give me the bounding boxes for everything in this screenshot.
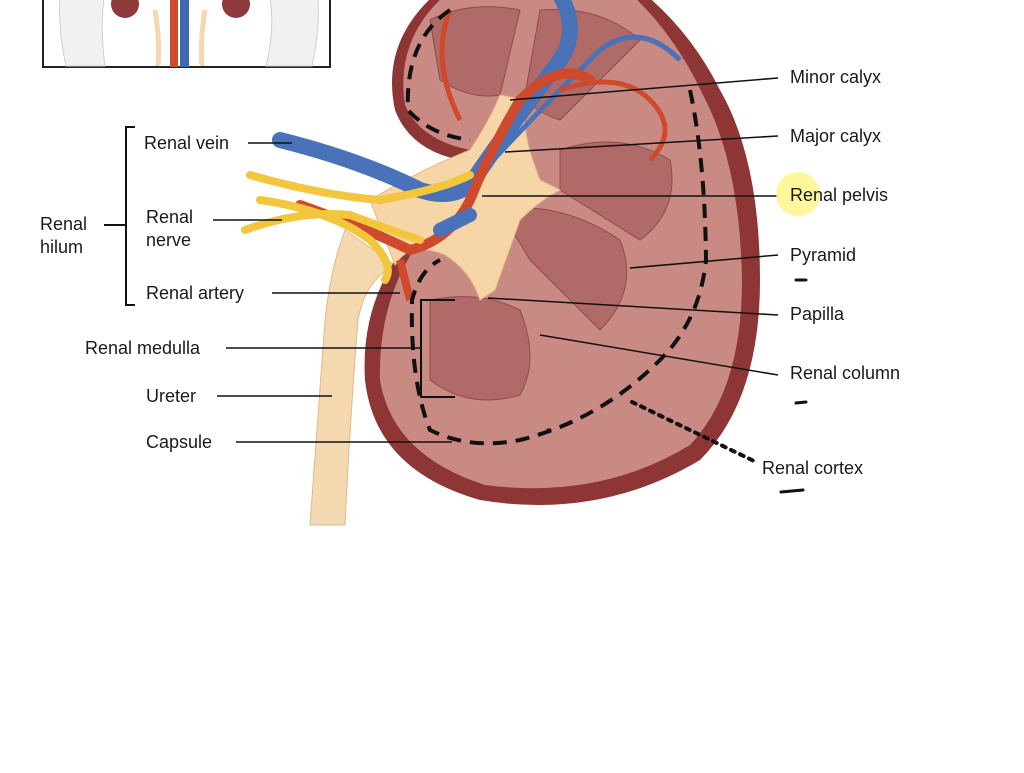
label-capsule: Capsule bbox=[146, 432, 213, 452]
label-renal-medulla: Renal medulla bbox=[85, 338, 201, 358]
label-renal-hilum: Renal hilum bbox=[40, 214, 88, 257]
label-renal-pelvis: Renal pelvis bbox=[790, 185, 889, 205]
cursor-highlight bbox=[776, 172, 820, 216]
ureter-tube bbox=[309, 229, 396, 526]
label-renal-nerve: Renal nerve bbox=[146, 207, 194, 250]
label-papilla: Papilla bbox=[790, 304, 845, 324]
handwritten-marks bbox=[546, 278, 808, 494]
renal-artery-branch bbox=[439, 9, 463, 122]
pyramids bbox=[429, 6, 673, 401]
label-renal-cortex: Renal cortex bbox=[762, 458, 864, 478]
leader-lines bbox=[213, 77, 779, 443]
label-major-calyx: Major calyx bbox=[790, 126, 882, 146]
label-ureter: Ureter bbox=[146, 386, 197, 406]
renal-artery-lower bbox=[396, 259, 414, 301]
label-minor-calyx: Minor calyx bbox=[790, 67, 882, 87]
renal-artery-branch-2 bbox=[559, 79, 668, 162]
label-renal-vein: Renal vein bbox=[144, 133, 230, 153]
renal-artery bbox=[295, 68, 595, 256]
renal-cortex-dotted-pointer bbox=[630, 400, 758, 464]
label-pyramid: Pyramid bbox=[790, 245, 857, 265]
hilum-bracket bbox=[104, 126, 135, 306]
inset-thumbnail bbox=[42, 0, 331, 68]
label-renal-column: Renal column bbox=[790, 363, 901, 383]
renal-vein-branch bbox=[468, 34, 682, 187]
renal-nerve bbox=[241, 171, 474, 284]
renal-vein-lower bbox=[433, 208, 477, 237]
cortex-dashed-boundary bbox=[405, 8, 709, 446]
label-renal-artery: Renal artery bbox=[146, 283, 245, 303]
